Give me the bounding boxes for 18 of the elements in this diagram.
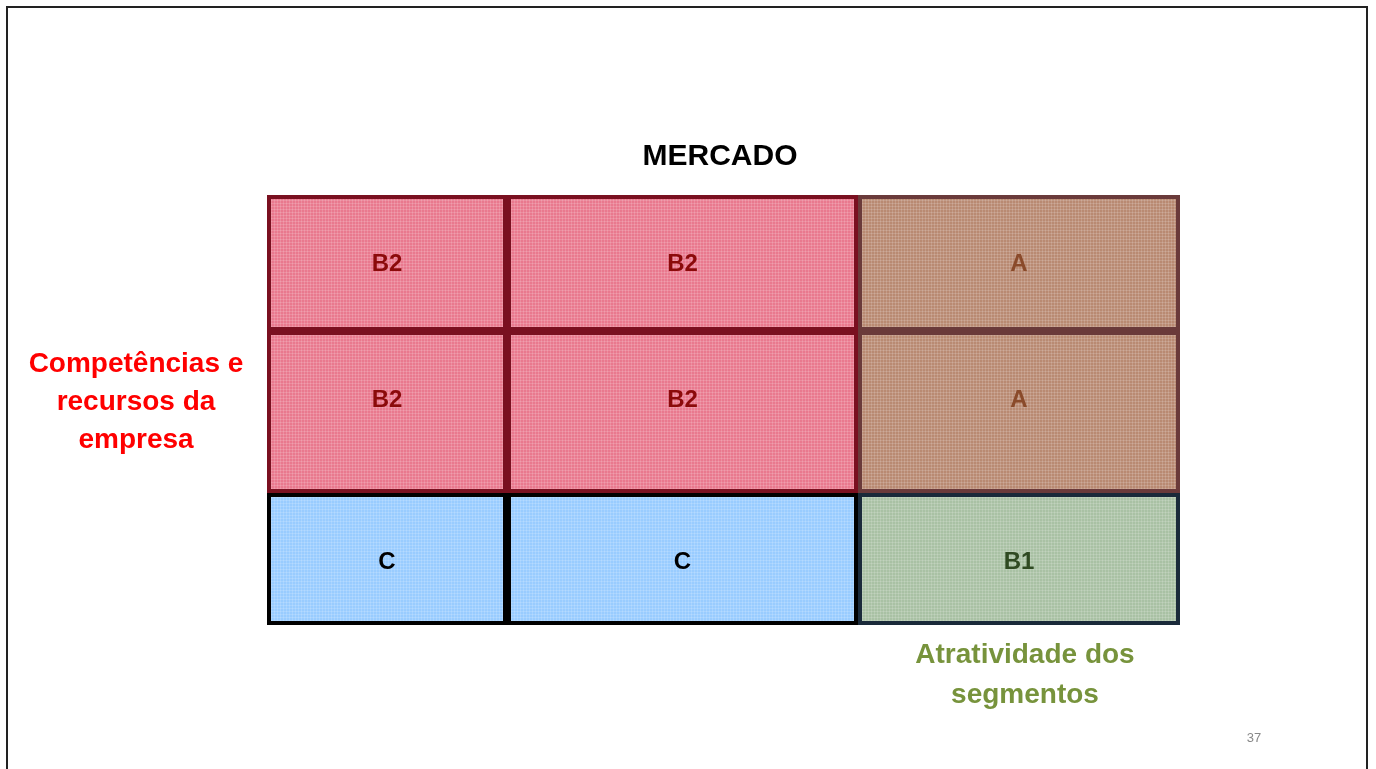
matrix-cell — [858, 331, 1180, 493]
cell-label: C — [378, 547, 396, 576]
matrix-cell — [267, 493, 507, 625]
cell-label: B2 — [371, 385, 403, 414]
cell-label: B2 — [371, 249, 403, 278]
title: MERCADO — [641, 138, 799, 172]
page-number: 37 — [1245, 730, 1263, 745]
cell-label: C — [673, 547, 692, 576]
cell-label: B1 — [1003, 547, 1035, 576]
cell-label: A — [1010, 385, 1028, 414]
axis-label: Atratividade dos segmentos — [914, 637, 1136, 711]
cell-label: B2 — [667, 385, 698, 414]
axis-label: Competências e recursos da empresa — [27, 346, 245, 456]
matrix-cell — [507, 493, 858, 625]
cell-label: A — [1010, 249, 1028, 278]
matrix-cell — [858, 493, 1180, 625]
cell-label: B2 — [667, 249, 698, 278]
matrix-cell — [858, 195, 1180, 331]
